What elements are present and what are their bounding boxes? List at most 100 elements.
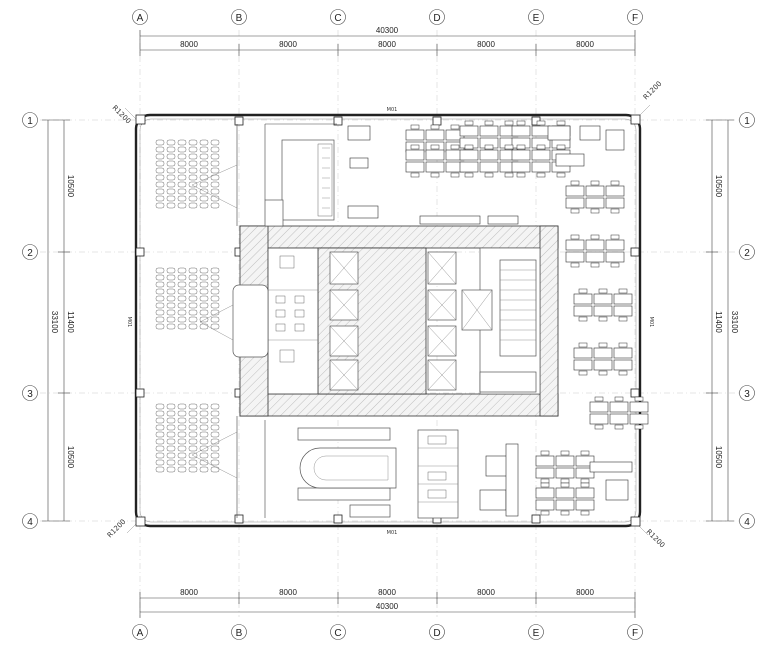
- auditorium-seat: [210, 438, 220, 445]
- workstation-desk: [613, 305, 633, 317]
- dim-bay-bottom-3: 8000: [378, 588, 396, 597]
- auditorium-seat: [210, 195, 220, 202]
- auditorium-seat: [210, 188, 220, 195]
- dim-bay-left-1: 10500: [66, 175, 75, 198]
- dim-bay-bottom-1: 8000: [180, 588, 198, 597]
- auditorium-seat: [188, 153, 198, 160]
- auditorium-seat: [177, 267, 187, 274]
- auditorium-seat: [155, 316, 165, 323]
- exterior-wall: [134, 113, 642, 528]
- workstation-desk: [479, 125, 499, 137]
- workstation-chair: [634, 396, 644, 402]
- auditorium-seat: [177, 295, 187, 302]
- axis-label-a-bottom: A: [137, 628, 144, 639]
- workstation-desk: [565, 185, 585, 197]
- axis-label-f-bottom: F: [632, 628, 638, 639]
- auditorium-seat: [199, 153, 209, 160]
- auditorium-seat: [166, 431, 176, 438]
- auditorium-seat: [188, 167, 198, 174]
- axis-label-1-right: 1: [744, 116, 750, 127]
- workstation-desk: [589, 401, 609, 413]
- workstation-desk: [613, 359, 633, 371]
- workstation-chair: [594, 396, 604, 402]
- auditorium-seat: [188, 309, 198, 316]
- auditorium-seat: [155, 181, 165, 188]
- auditorium-seat: [166, 316, 176, 323]
- workstation-chair: [618, 342, 628, 348]
- auditorium-seat: [210, 302, 220, 309]
- auditorium-seat: [177, 160, 187, 167]
- auditorium-seat: [166, 160, 176, 167]
- workstation-chair: [634, 424, 644, 430]
- workstation-chair: [610, 234, 620, 240]
- auditorium-seat: [199, 160, 209, 167]
- auditorium-seat: [177, 139, 187, 146]
- auditorium-seat: [188, 160, 198, 167]
- auditorium-seat: [177, 281, 187, 288]
- core-rooms: [268, 251, 537, 393]
- workstation-chair: [536, 120, 546, 126]
- workstation-desk: [405, 161, 425, 173]
- workstation-chair: [580, 450, 590, 456]
- auditorium-seat: [177, 181, 187, 188]
- auditorium-seat: [166, 202, 176, 209]
- auditorium-seat: [155, 202, 165, 209]
- auditorium-seat: [177, 288, 187, 295]
- workstation-desk: [531, 149, 551, 161]
- auditorium-seat: [199, 302, 209, 309]
- radius-label-top-right: R1200: [642, 80, 664, 102]
- dimension-chain-left: 10500 11400 10500 33100: [42, 119, 75, 522]
- wall-mark-right: M01: [648, 317, 654, 328]
- auditorium-seat: [166, 181, 176, 188]
- auditorium-seat: [155, 295, 165, 302]
- workstation-desk: [573, 305, 593, 317]
- auditorium-seat: [188, 288, 198, 295]
- auditorium-seat: [188, 459, 198, 466]
- workstation-chair: [590, 180, 600, 186]
- workstation-chair: [580, 478, 590, 484]
- auditorium-seat: [155, 160, 165, 167]
- auditorium-seat: [199, 174, 209, 181]
- workstation-desk: [573, 293, 593, 305]
- auditorium-seat: [199, 431, 209, 438]
- workstation-chair: [430, 124, 440, 130]
- auditorium-seat: [188, 302, 198, 309]
- auditorium-seat: [155, 459, 165, 466]
- workstation-desk: [531, 125, 551, 137]
- workstation-chair: [450, 124, 460, 130]
- auditorium-seat: [155, 288, 165, 295]
- workstation-desk: [575, 467, 595, 479]
- workstation-chair: [598, 288, 608, 294]
- auditorium-seat: [166, 410, 176, 417]
- dim-total-left: 33100: [50, 311, 59, 334]
- wall-mark-bottom: M01: [387, 530, 398, 536]
- auditorium-seat: [155, 195, 165, 202]
- auditorium-seat: [210, 160, 220, 167]
- workstation-desk: [609, 413, 629, 425]
- auditorium-seat: [210, 274, 220, 281]
- auditorium-seat: [177, 431, 187, 438]
- upper-rooms: [264, 123, 337, 227]
- auditorium-seat: [199, 181, 209, 188]
- auditorium-seat: [199, 195, 209, 202]
- workstation-desk: [535, 499, 555, 511]
- auditorium-seat: [188, 316, 198, 323]
- auditorium-seat: [210, 181, 220, 188]
- workstation-desk: [613, 293, 633, 305]
- workstation-desk: [589, 413, 609, 425]
- dim-total-right: 33100: [730, 311, 739, 334]
- dim-bay-top-2: 8000: [279, 40, 297, 49]
- auditorium-seat: [166, 167, 176, 174]
- workstation-chair: [540, 510, 550, 516]
- workstation-chair: [504, 120, 514, 126]
- workstation-chair: [464, 172, 474, 178]
- workstation-chair: [570, 234, 580, 240]
- auditorium-seat: [155, 146, 165, 153]
- dim-bay-left-2: 11400: [66, 311, 75, 333]
- axis-bubbles-left: 1 2 3 4: [22, 112, 38, 529]
- auditorium-seat: [177, 309, 187, 316]
- workstation-chair: [570, 180, 580, 186]
- axis-label-4-right: 4: [744, 517, 750, 528]
- axis-label-3-left: 3: [27, 389, 33, 400]
